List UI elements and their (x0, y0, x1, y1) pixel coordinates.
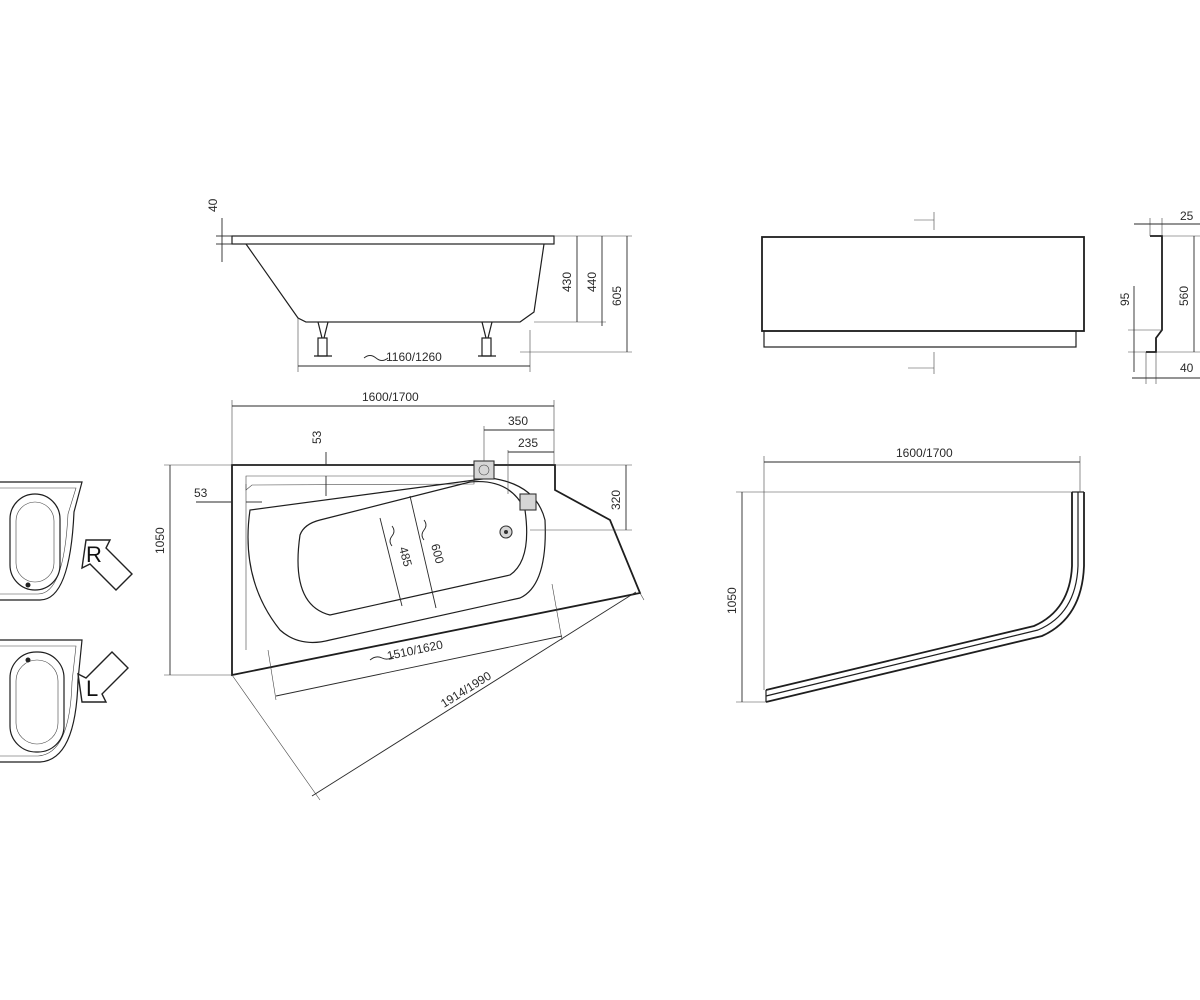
dim-lip-width: 25 (1180, 209, 1194, 223)
dim-overflow-offset: 350 (508, 414, 528, 428)
dim-width: 1050 (153, 527, 167, 554)
arrow-right-icon (81, 539, 133, 591)
orientation-right: R (0, 481, 133, 601)
dim-basin-length: 1510/1620 (386, 637, 445, 663)
arrow-left-icon (77, 651, 129, 703)
dim-basin-width-outer: 600 (428, 542, 447, 565)
dim-drain-offset: 235 (518, 436, 538, 450)
orientation-left: L (0, 639, 129, 763)
orientation-r-label: R (86, 542, 102, 567)
dim-rim-left: 53 (194, 486, 208, 500)
panel-profile: 25 560 95 40 (1118, 209, 1200, 384)
dim-total-height: 605 (610, 286, 624, 306)
dim-step-height: 95 (1118, 292, 1132, 306)
dim-depth-mid: 440 (585, 272, 599, 292)
dim-rim-height: 40 (206, 198, 220, 212)
dim-base-width: 40 (1180, 361, 1194, 375)
dim-basin-width-inner: 485 (396, 545, 415, 568)
dim-drain-side: 320 (609, 490, 623, 510)
dim-diagonal: 1914/1990 (438, 668, 494, 710)
plan-view: 1600/1700 350 235 53 53 1050 320 485 600 (153, 390, 645, 801)
overflow-fitting (473, 460, 495, 480)
dim-panel-length: 1600/1700 (896, 446, 953, 460)
tap-fitting (519, 493, 537, 511)
panel-profile-shape (1146, 235, 1163, 353)
panel-front-base (763, 330, 1077, 348)
dim-bottom-length: 1160/1260 (386, 350, 442, 364)
basin-outer (247, 477, 546, 643)
bathtub-foot-right (478, 321, 496, 357)
bathtub-body-side (245, 243, 545, 323)
dim-length: 1600/1700 (362, 390, 419, 404)
orientation-l-label: L (86, 676, 98, 701)
basin-inner (297, 480, 528, 616)
dim-rim-top: 53 (310, 430, 324, 444)
bathtub-rim (231, 235, 555, 245)
dim-depth-inner: 430 (560, 272, 574, 292)
panel-plan-view: 1600/1700 1050 (725, 446, 1085, 703)
bathtub-foot-left (314, 321, 332, 357)
dim-panel-width: 1050 (725, 587, 739, 614)
dim-panel-height: 560 (1177, 286, 1191, 306)
panel-front (761, 236, 1085, 332)
panel-front-view (761, 212, 1085, 374)
side-view: 40 430 440 605 1160/1260 (206, 198, 632, 372)
